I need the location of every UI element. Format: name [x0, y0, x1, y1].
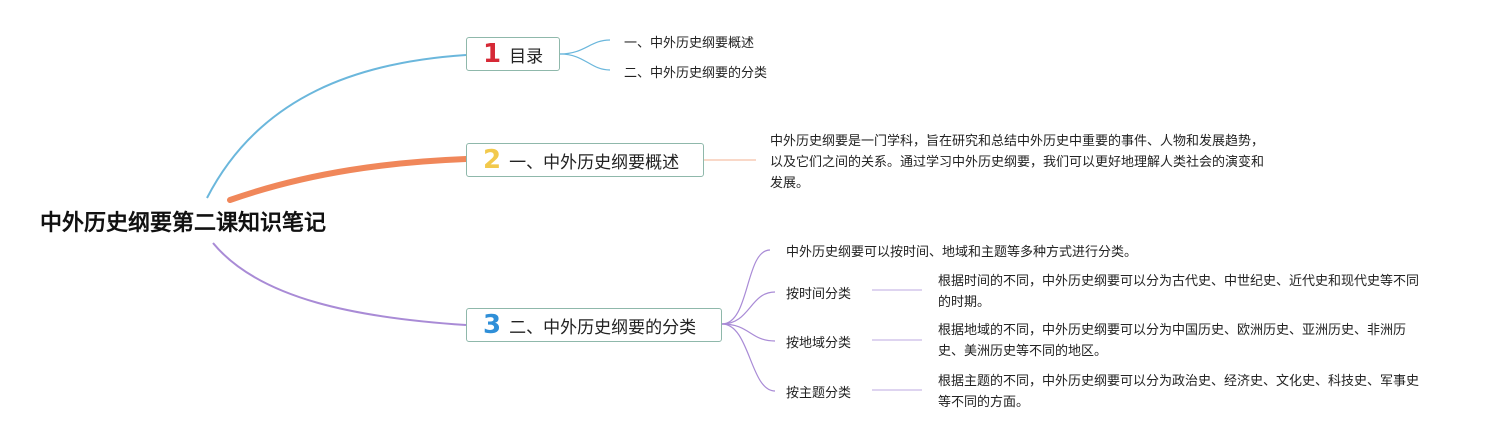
connector-root-to-topic-2: [227, 156, 469, 203]
topic-label: 二、中外历史纲要的分类: [509, 317, 697, 338]
topic-label: 目录: [509, 46, 544, 67]
central-topic[interactable]: 中外历史纲要第二课知识笔记: [40, 211, 327, 236]
connector-topic-3-child-1: [721, 291, 776, 325]
connector-topic-1-child-1: [559, 39, 611, 55]
connector-topic-3-intro: [721, 249, 771, 325]
classification-intro[interactable]: 中外历史纲要可以按时间、地域和主题等多种方式进行分类。: [786, 245, 1138, 260]
subtopic-classification[interactable]: 二、中外历史纲要的分类: [624, 66, 768, 81]
number-3-icon: 3: [483, 310, 502, 340]
topic-classification[interactable]: 3 二、中外历史纲要的分类: [466, 308, 722, 342]
subtopic-by-theme[interactable]: 按主题分类: [786, 386, 852, 401]
topic-label: 一、中外历史纲要概述: [509, 152, 680, 173]
number-2-icon: 2: [483, 145, 502, 175]
connector-topic-3-child-3: [721, 323, 776, 392]
overview-note[interactable]: 中外历史纲要是一门学科，旨在研究和总结中外历史中重要的事件、人物和发展趋势，以及…: [770, 134, 1265, 191]
detail-by-region[interactable]: 根据地域的不同，中外历史纲要可以分为中国历史、欧洲历史、亚洲历史、非洲历史、美洲…: [938, 323, 1407, 359]
connector-root-to-topic-3: [212, 242, 467, 326]
number-1-icon: 1: [483, 39, 502, 69]
connector-topic-3-child-2: [721, 323, 776, 342]
connector-root-to-topic-1: [206, 54, 467, 199]
detail-by-theme[interactable]: 根据主题的不同，中外历史纲要可以分为政治史、经济史、文化史、科技史、军事史等不同…: [938, 374, 1420, 410]
subtopic-by-time[interactable]: 按时间分类: [786, 287, 852, 302]
detail-by-time[interactable]: 根据时间的不同，中外历史纲要可以分为古代史、中世纪史、近代史和现代史等不同的时期…: [938, 274, 1420, 310]
topic-overview[interactable]: 2 一、中外历史纲要概述: [466, 143, 704, 177]
subtopic-by-region[interactable]: 按地域分类: [786, 336, 852, 351]
topic-contents[interactable]: 1 目录: [466, 37, 560, 71]
subtopic-overview[interactable]: 一、中外历史纲要概述: [624, 36, 755, 51]
connector-topic-1-child-2: [559, 53, 611, 71]
